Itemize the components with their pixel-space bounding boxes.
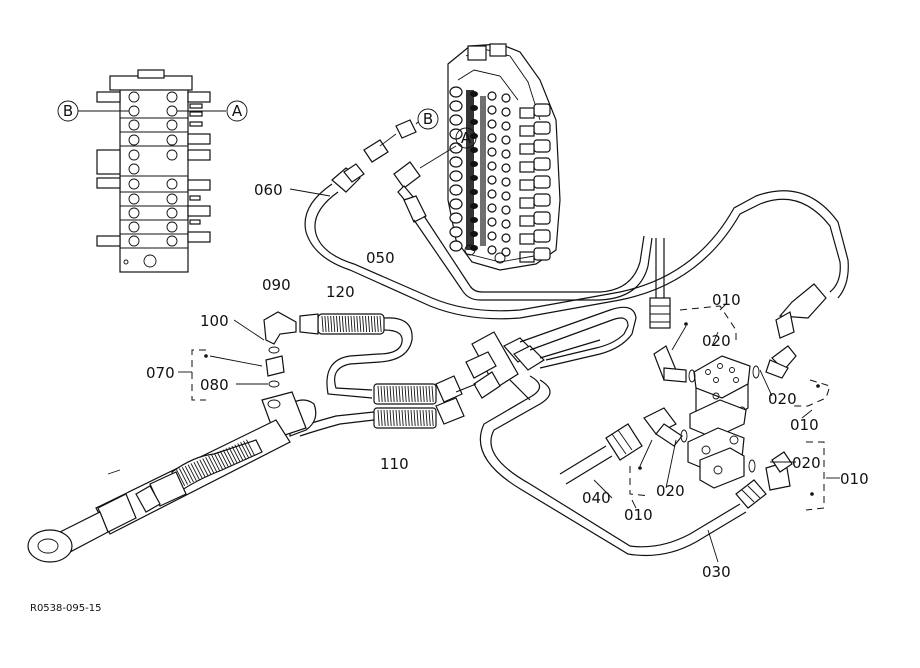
hose-120 xyxy=(299,313,413,399)
label-100: 100 xyxy=(200,312,229,330)
label-110: 110 xyxy=(380,455,409,473)
label-080: 080 xyxy=(200,376,229,394)
control-valve-assembly xyxy=(447,43,561,271)
label-020-top: 020 xyxy=(702,332,731,350)
hose-060 xyxy=(304,163,849,339)
callout-a-right: A xyxy=(455,127,477,149)
elbow-fitting-100 xyxy=(233,311,297,388)
label-010-bottom: 010 xyxy=(624,506,653,524)
group-bracket-010-top xyxy=(671,303,737,351)
label-030: 030 xyxy=(702,563,731,581)
callout-b-left: B xyxy=(57,100,79,122)
group-bracket-010-bottom-left xyxy=(629,439,653,509)
elbow-fitting-top-right xyxy=(752,345,797,379)
center-manifold xyxy=(465,306,637,401)
label-070: 070 xyxy=(146,364,175,382)
group-bracket-070 xyxy=(178,349,263,401)
svg-text:B: B xyxy=(63,102,73,120)
label-010-lower-right: 010 xyxy=(840,470,869,488)
label-020-right: 020 xyxy=(768,390,797,408)
adapter-fittings-valve xyxy=(363,119,653,301)
drawing-number: R0538-095-15 xyxy=(30,603,101,614)
label-090: 090 xyxy=(262,276,291,294)
label-020-bottom: 020 xyxy=(656,482,685,500)
part-labels: 060 050 090 120 100 070 080 110 010 020 … xyxy=(30,181,869,614)
leader-lines xyxy=(289,188,796,563)
label-060: 060 xyxy=(254,181,283,199)
hydraulic-cylinder xyxy=(27,391,317,563)
hose-vertical-right xyxy=(649,238,671,329)
svg-text:A: A xyxy=(232,102,243,120)
label-050: 050 xyxy=(366,249,395,267)
label-010-top: 010 xyxy=(712,291,741,309)
callout-b-right: B xyxy=(417,108,439,130)
svg-text:B: B xyxy=(423,110,433,128)
label-010-right: 010 xyxy=(790,416,819,434)
group-bracket-010-right xyxy=(794,379,831,419)
svg-text:A: A xyxy=(461,129,472,147)
label-040: 040 xyxy=(582,489,611,507)
label-120: 120 xyxy=(326,283,355,301)
label-020-lower-right: 020 xyxy=(792,454,821,472)
hose-040 xyxy=(559,423,643,485)
swivel-joint xyxy=(687,355,751,489)
control-valve-schematic xyxy=(78,69,226,273)
callout-a-left: A xyxy=(226,100,248,122)
elbow-fitting-top-left xyxy=(653,345,696,383)
hose-110 xyxy=(295,375,477,437)
hose-030 xyxy=(479,375,767,557)
group-bracket-010-bottom-right xyxy=(805,441,840,511)
elbow-fitting-mid-left xyxy=(643,407,688,447)
